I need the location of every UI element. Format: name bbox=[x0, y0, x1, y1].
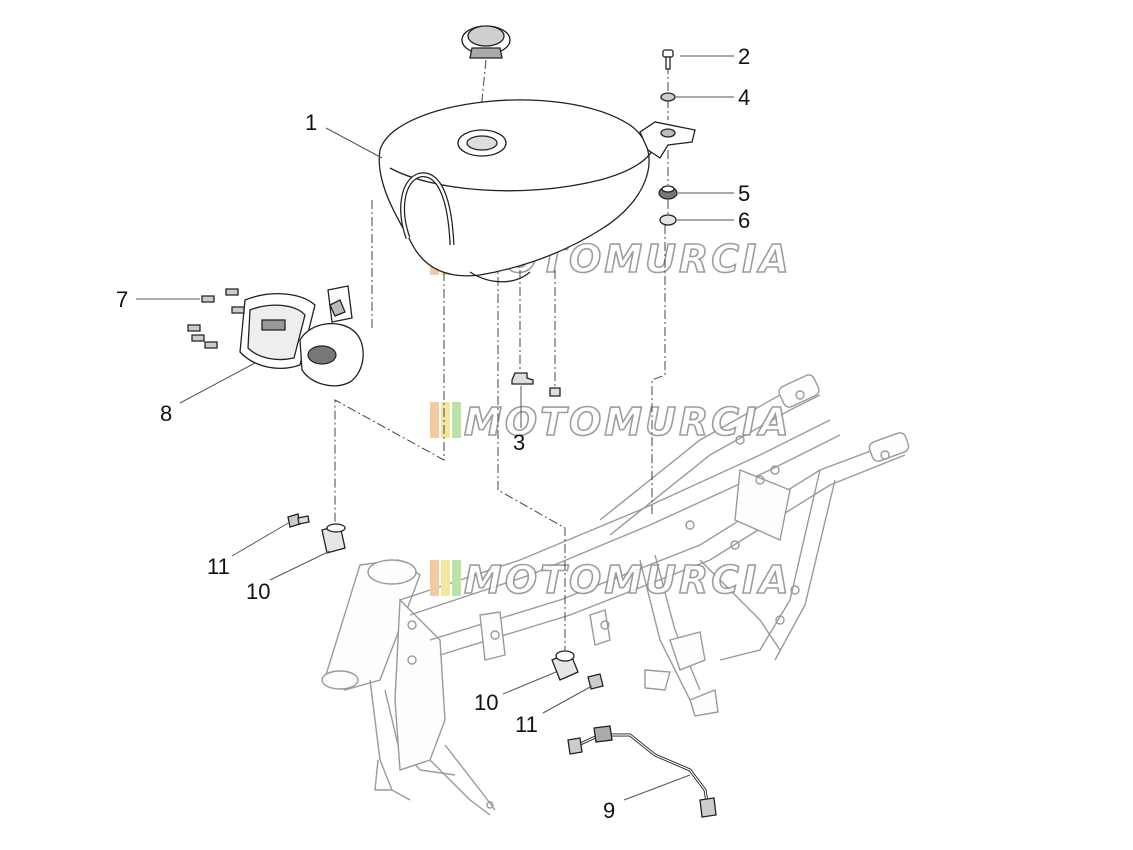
callout-10-rear: 10 bbox=[474, 690, 498, 715]
callout-9: 9 bbox=[603, 798, 615, 823]
screws-7 bbox=[187, 288, 245, 349]
callout-10-front: 10 bbox=[246, 579, 270, 604]
rubber-mount-5 bbox=[658, 185, 678, 200]
leader-lines bbox=[136, 55, 734, 801]
watermark-logo-middle: MOTOMURCIA bbox=[430, 399, 792, 445]
watermark-text: MOTOMURCIA bbox=[464, 400, 792, 444]
callout-labels: 1 2 3 4 5 6 7 8 9 10 10 11 11 bbox=[116, 44, 750, 823]
watermark-text: MOTOMURCIA bbox=[464, 558, 792, 602]
bolt-11-rear bbox=[587, 673, 604, 690]
fastener-3 bbox=[511, 372, 561, 397]
callout-2: 2 bbox=[738, 44, 750, 69]
callout-8: 8 bbox=[160, 401, 172, 426]
callout-4: 4 bbox=[738, 85, 750, 110]
fuel-tank bbox=[378, 99, 656, 283]
rubber-mount-10-front bbox=[321, 523, 346, 554]
callout-3: 3 bbox=[513, 430, 525, 455]
callout-11-front: 11 bbox=[207, 554, 230, 579]
fuel-hose-9 bbox=[567, 725, 717, 818]
fuel-pump-assembly bbox=[239, 285, 364, 387]
screw-2 bbox=[662, 49, 674, 70]
bolt-11-front bbox=[287, 513, 310, 528]
callout-11-rear: 11 bbox=[515, 712, 538, 737]
tank-rear-bracket bbox=[639, 121, 696, 159]
motorcycle-frame bbox=[321, 374, 910, 816]
callout-6: 6 bbox=[738, 208, 750, 233]
callout-7: 7 bbox=[116, 287, 128, 312]
callout-1: 1 bbox=[305, 110, 317, 135]
callout-5: 5 bbox=[738, 181, 750, 206]
rubber-mount-10-rear bbox=[551, 650, 579, 681]
spacer-6 bbox=[659, 214, 677, 226]
fuel-cap bbox=[461, 25, 511, 59]
watermark-logo-bottom: MOTOMURCIA bbox=[430, 557, 792, 603]
assembly-lines bbox=[334, 59, 669, 650]
washer-4 bbox=[660, 92, 676, 102]
